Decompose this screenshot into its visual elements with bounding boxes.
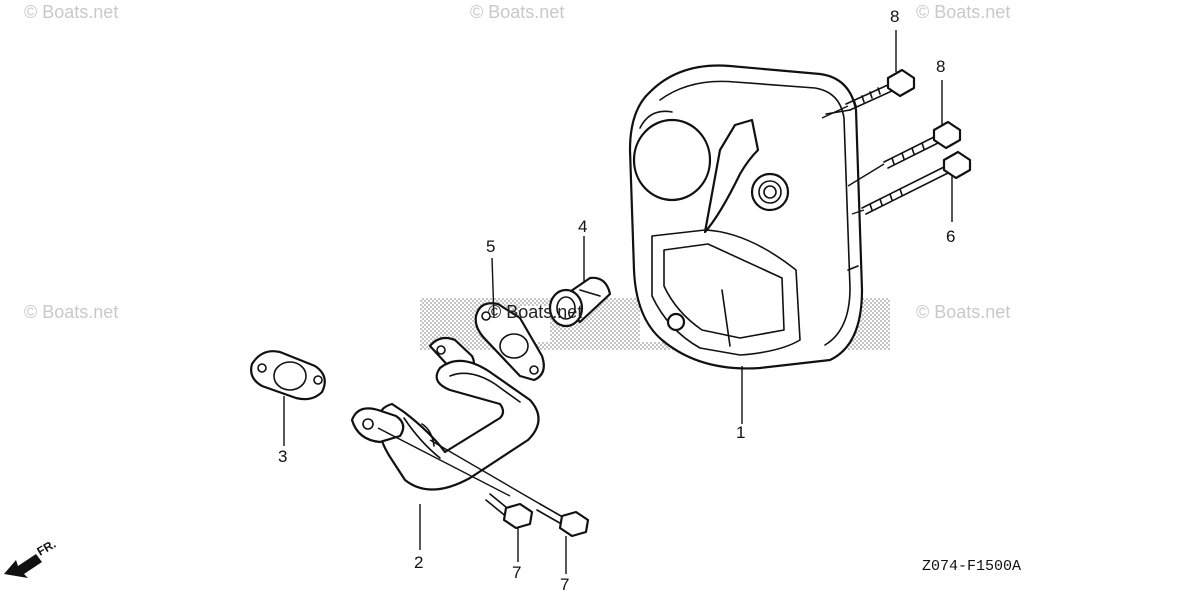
- fr-label: FR.: [35, 537, 59, 559]
- fr-arrow-icon: [4, 554, 42, 578]
- fr-direction: FR.: [4, 537, 58, 578]
- callout-7-right: 7: [560, 575, 569, 594]
- watermark: © Boats.net: [916, 302, 1010, 322]
- spark-arrester: [548, 276, 612, 328]
- callout-5: 5: [486, 237, 495, 256]
- callout-8-top: 8: [890, 7, 899, 26]
- callout-8-mid: 8: [936, 57, 945, 76]
- diagram-code: Z074-F1500A: [922, 558, 1021, 575]
- bolt-7-left: [485, 493, 534, 530]
- gasket-5: [474, 302, 545, 382]
- watermark: © Boats.net: [24, 302, 118, 322]
- leader-lines: [283, 30, 953, 574]
- gasket-3: [250, 350, 326, 401]
- bolt-7-right: [536, 503, 590, 538]
- callout-7-left: 7: [512, 563, 521, 582]
- watermark: © Boats.net: [24, 2, 118, 22]
- callout-3: 3: [278, 447, 287, 466]
- muffler: [628, 64, 864, 370]
- watermark: © Boats.net: [916, 2, 1010, 22]
- bolt-8-top: [845, 68, 916, 111]
- exhaust-pipe: [350, 336, 540, 491]
- callout-1: 1: [736, 423, 745, 442]
- callout-6: 6: [946, 227, 955, 246]
- watermark: © Boats.net: [470, 2, 564, 22]
- bolt-6: [861, 150, 972, 215]
- bolt-8-mid: [883, 120, 962, 169]
- callout-2: 2: [414, 553, 423, 572]
- watermark-overlay: © Boats.net: [488, 302, 582, 322]
- callout-4: 4: [578, 217, 587, 236]
- alignment-lines: [377, 105, 885, 505]
